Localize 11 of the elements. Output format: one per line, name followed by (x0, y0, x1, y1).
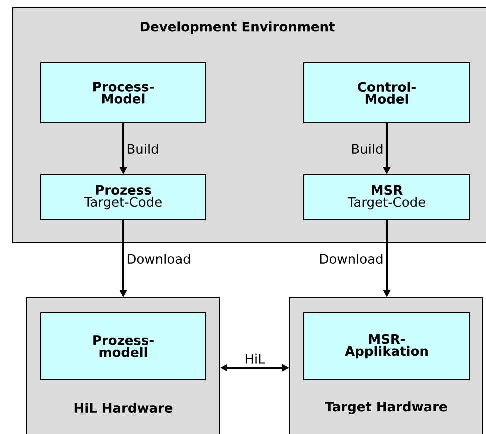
edge-label: Download (128, 254, 190, 264)
edge-label: HiL (246, 354, 266, 364)
edge-label: Build (352, 144, 383, 154)
process-box: Control-Model (304, 62, 470, 124)
edge-label: Download (320, 254, 383, 264)
process-box: Prozess Target-Code (40, 174, 206, 220)
process-box: Process-Model (40, 62, 206, 124)
process-box: MSR-Applikation (304, 312, 470, 380)
process-box: MSR Target-Code (304, 174, 470, 220)
process-box: Prozess-modell (40, 312, 206, 380)
edge-label: Build (128, 144, 158, 154)
